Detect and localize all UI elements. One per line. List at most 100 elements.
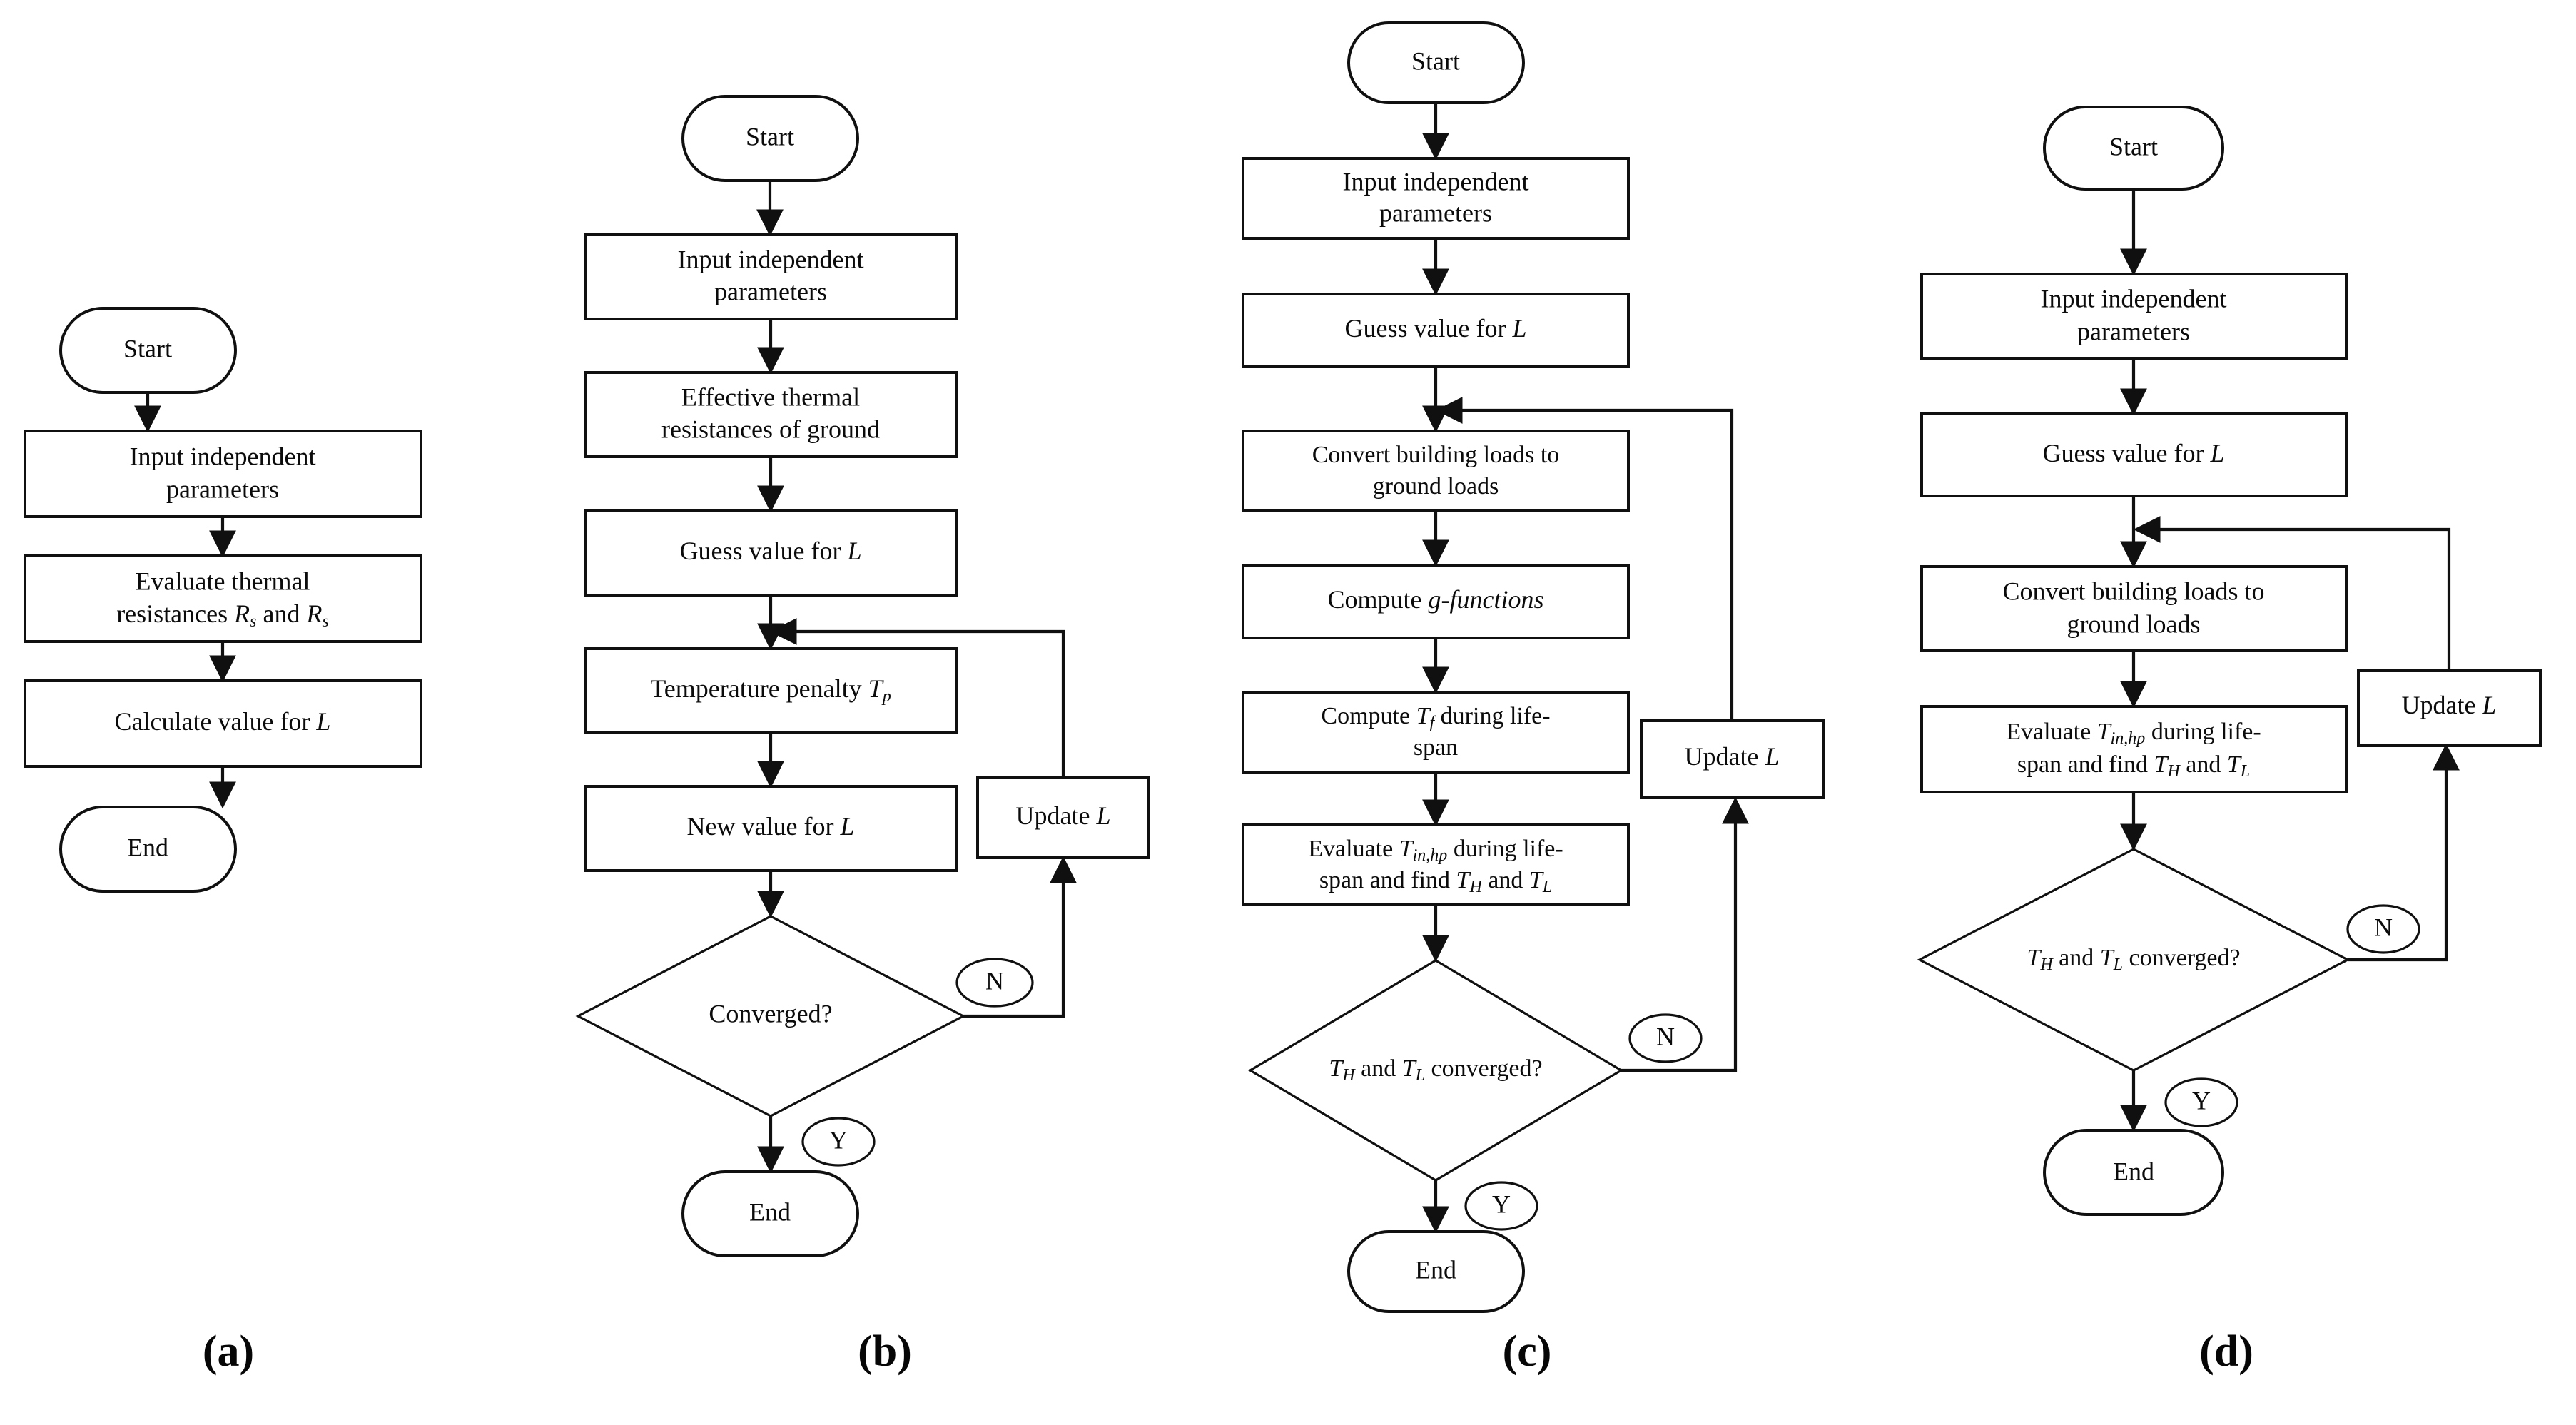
node-b-new-value: New value for L bbox=[584, 785, 958, 872]
node-b-guess: Guess value for L bbox=[584, 509, 958, 597]
branch-d-no-text: N bbox=[2374, 913, 2393, 941]
node-c-tf-line1: Compute Tf during life- bbox=[1321, 703, 1550, 732]
branch-b-no-text: N bbox=[985, 966, 1004, 995]
node-c-eval-line2: span and find TH and TL bbox=[1319, 867, 1552, 896]
node-b-input-line2: parameters bbox=[714, 277, 827, 305]
panel-c: Start Input independent parameters Guess… bbox=[1242, 21, 1825, 1376]
node-a-eval-line1: Evaluate thermal bbox=[136, 567, 310, 595]
branch-c-yes-text: Y bbox=[1492, 1190, 1511, 1218]
branch-d-yes-text: Y bbox=[2192, 1086, 2211, 1115]
node-b-temperature-penalty: Temperature penalty Tp bbox=[584, 647, 958, 734]
node-a-input: Input independent parameters bbox=[24, 430, 422, 518]
panel-b: Start Input independent parameters Effec… bbox=[575, 95, 1150, 1376]
node-d-end: End bbox=[2043, 1129, 2224, 1216]
branch-label-c-yes: Y bbox=[1464, 1181, 1538, 1231]
node-a-start-label: Start bbox=[123, 334, 172, 362]
branch-label-d-no: N bbox=[2346, 904, 2420, 954]
panel-label-a: (a) bbox=[203, 1327, 254, 1376]
node-b-eff-line1: Effective thermal bbox=[681, 382, 860, 411]
branch-label-d-yes: Y bbox=[2164, 1077, 2238, 1127]
node-c-guess-label: Guess value for L bbox=[1345, 314, 1527, 343]
node-d-update-label: Update L bbox=[2402, 691, 2497, 719]
node-d-input-line2: parameters bbox=[2077, 317, 2190, 345]
node-d-update: Update L bbox=[2357, 669, 2542, 747]
node-d-guess-label: Guess value for L bbox=[2043, 439, 2225, 467]
node-b-update-label: Update L bbox=[1016, 801, 1111, 830]
node-a-input-line2: parameters bbox=[166, 475, 279, 503]
node-d-eval-line2: span and find TH and TL bbox=[2017, 751, 2250, 781]
panel-label-c: (c) bbox=[1503, 1327, 1552, 1376]
node-c-start-label: Start bbox=[1411, 46, 1460, 75]
edge-b-update-return bbox=[769, 618, 1065, 778]
node-b-end: End bbox=[681, 1170, 859, 1257]
panel-label-b: (b) bbox=[858, 1327, 912, 1376]
node-d-start: Start bbox=[2043, 106, 2224, 191]
node-a-eval-resistances: Evaluate thermal resistances Rs and Rs bbox=[24, 554, 422, 643]
node-c-eval-line1: Evaluate Tin,hp during life- bbox=[1308, 836, 1563, 865]
node-b-input: Input independent parameters bbox=[584, 233, 958, 320]
node-c-evaluate-temps: Evaluate Tin,hp during life- span and fi… bbox=[1242, 823, 1630, 906]
node-d-eval-line1: Evaluate Tin,hp during life- bbox=[2006, 719, 2261, 748]
edge-c-dec-update-no bbox=[1621, 796, 1749, 1072]
node-b-effective-resistances: Effective thermal resistances of ground bbox=[584, 371, 958, 458]
node-d-start-label: Start bbox=[2109, 132, 2158, 161]
branch-label-b-yes: Y bbox=[801, 1117, 876, 1167]
panel-d: Start Input independent parameters Guess… bbox=[1917, 106, 2542, 1376]
node-b-start: Start bbox=[681, 95, 859, 182]
node-b-guess-label: Guess value for L bbox=[680, 537, 862, 565]
node-c-compute-tf: Compute Tf during life- span bbox=[1242, 691, 1630, 774]
node-d-convert: Convert building loads to ground loads bbox=[1920, 565, 2348, 652]
edge-c-update-return bbox=[1435, 397, 1734, 721]
node-a-start: Start bbox=[59, 307, 237, 394]
node-b-new-label: New value for L bbox=[687, 812, 855, 841]
node-a-calculate: Calculate value for L bbox=[24, 679, 422, 768]
node-d-dec-label: TH and TL converged? bbox=[2027, 945, 2240, 974]
node-c-gfunc-label: Compute g-functions bbox=[1328, 585, 1544, 614]
node-b-end-label: End bbox=[749, 1197, 791, 1226]
node-a-end-label: End bbox=[127, 833, 168, 861]
node-a-eval-line2: resistances Rs and Rs bbox=[116, 599, 329, 630]
branch-label-b-no: N bbox=[955, 958, 1034, 1008]
node-c-convert-line2: ground loads bbox=[1373, 473, 1499, 499]
edge-b-dec-update-no bbox=[963, 856, 1077, 1018]
node-d-convert-line1: Convert building loads to bbox=[2003, 577, 2265, 605]
branch-b-yes-text: Y bbox=[829, 1125, 848, 1154]
node-c-input: Input independent parameters bbox=[1242, 157, 1630, 240]
node-d-guess: Guess value for L bbox=[1920, 412, 2348, 497]
node-b-eff-line2: resistances of ground bbox=[661, 415, 880, 443]
node-d-end-label: End bbox=[2113, 1157, 2154, 1185]
node-b-input-line1: Input independent bbox=[678, 245, 864, 273]
edge-d-update-return bbox=[2133, 516, 2451, 671]
node-b-decision-converged: Converged? bbox=[575, 915, 966, 1117]
node-c-tf-line2: span bbox=[1414, 734, 1458, 761]
node-a-calc-label: Calculate value for L bbox=[115, 707, 331, 736]
node-c-update: Update L bbox=[1640, 719, 1825, 799]
node-a-input-line1: Input independent bbox=[130, 442, 316, 470]
node-c-dec-label: TH and TL converged? bbox=[1329, 1055, 1542, 1085]
panel-label-d: (d) bbox=[2199, 1327, 2253, 1376]
node-c-decision-converged: TH and TL converged? bbox=[1247, 959, 1624, 1182]
panel-a: Start Input independent parameters Evalu… bbox=[24, 307, 422, 1376]
node-d-convert-line2: ground loads bbox=[2067, 609, 2201, 638]
node-b-temp-label: Temperature penalty Tp bbox=[650, 674, 891, 705]
node-c-convert: Convert building loads to ground loads bbox=[1242, 430, 1630, 512]
node-b-start-label: Start bbox=[746, 122, 794, 151]
node-d-decision-converged: TH and TL converged? bbox=[1917, 848, 2351, 1072]
edge-d-dec-update-no bbox=[2348, 743, 2460, 962]
node-c-input-line2: parameters bbox=[1379, 198, 1492, 227]
node-d-input-line1: Input independent bbox=[2041, 284, 2227, 313]
node-c-convert-line1: Convert building loads to bbox=[1312, 442, 1560, 468]
node-c-start: Start bbox=[1347, 21, 1525, 104]
node-d-evaluate-temps: Evaluate Tin,hp during life- span and fi… bbox=[1920, 705, 2348, 793]
node-c-guess: Guess value for L bbox=[1242, 293, 1630, 368]
node-d-input: Input independent parameters bbox=[1920, 273, 2348, 360]
node-c-update-label: Update L bbox=[1685, 742, 1780, 771]
node-c-end-label: End bbox=[1415, 1255, 1456, 1284]
node-a-end: End bbox=[59, 806, 237, 893]
node-b-dec-label: Converged? bbox=[709, 999, 832, 1028]
branch-label-c-no: N bbox=[1628, 1013, 1703, 1063]
branch-c-no-text: N bbox=[1656, 1022, 1675, 1050]
node-b-update: Update L bbox=[976, 776, 1150, 859]
